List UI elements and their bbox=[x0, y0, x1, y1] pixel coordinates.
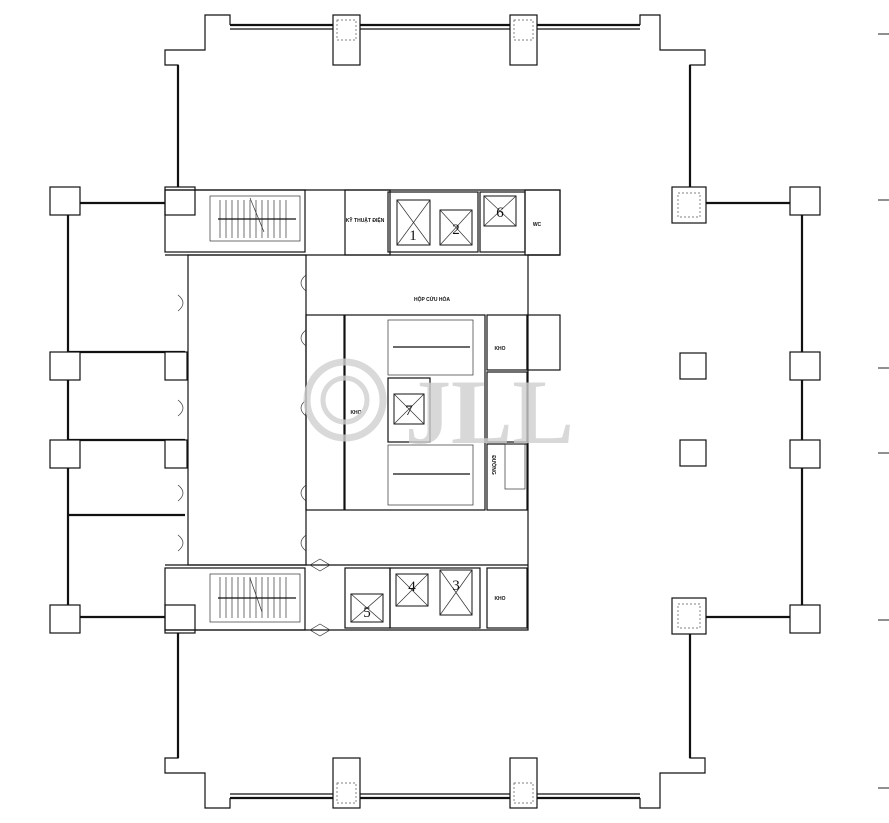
lift-5-number: 5 bbox=[363, 605, 371, 621]
shaft-label: ĐƯỜNG bbox=[490, 455, 498, 475]
lift-5: 5 bbox=[350, 593, 384, 623]
store-label-1: KHO bbox=[494, 346, 505, 352]
building-perimeter bbox=[66, 14, 804, 809]
lift-6-number: 6 bbox=[496, 205, 504, 221]
lift-3: 3 bbox=[439, 569, 473, 616]
lift-7-number: 7 bbox=[405, 403, 413, 419]
wc-label: WC bbox=[533, 222, 542, 228]
lift-2: 2 bbox=[439, 209, 473, 246]
margin-ticks bbox=[878, 33, 889, 789]
stair-top-treads bbox=[218, 197, 296, 238]
core bbox=[164, 189, 561, 637]
lift-4: 4 bbox=[395, 573, 429, 607]
store-label-2: KHO bbox=[350, 410, 361, 416]
lift-4-number: 4 bbox=[408, 579, 416, 595]
room-labels: KỸ THUẬT ĐIỆN WC HỘP CỨU HỎA KHO KHO KHO… bbox=[346, 216, 542, 602]
lift-6: 6 bbox=[483, 195, 517, 227]
store-label-3: KHO bbox=[494, 596, 505, 602]
lift-1-number: 1 bbox=[409, 228, 417, 244]
watermark: JLL bbox=[303, 358, 574, 463]
lift-2-number: 2 bbox=[452, 222, 460, 238]
fire-box-label: HỘP CỨU HỎA bbox=[414, 295, 450, 303]
stair-bottom-treads bbox=[218, 577, 296, 618]
lift-7: 7 bbox=[393, 393, 425, 425]
electrical-room-label: KỸ THUẬT ĐIỆN bbox=[346, 216, 385, 224]
watermark-logo: JLL bbox=[405, 361, 574, 463]
lift-3-number: 3 bbox=[452, 578, 460, 594]
lift-1: 1 bbox=[396, 199, 431, 246]
